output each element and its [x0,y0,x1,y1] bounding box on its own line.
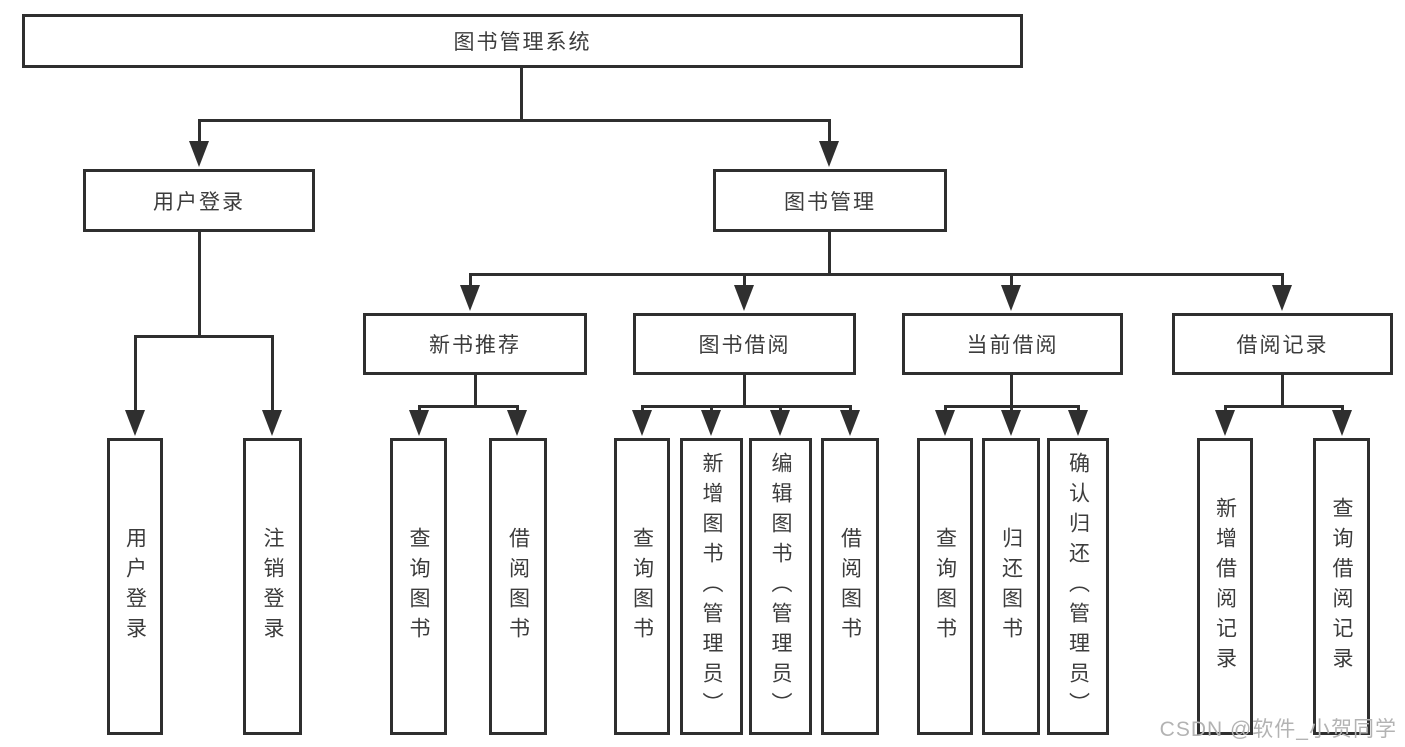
arrow-down-icon [819,141,839,167]
connector-drop [516,405,519,414]
connector-drop [1224,405,1227,414]
arrow-down-icon [507,410,527,436]
arrow-down-icon [262,410,282,436]
csdn-watermark: CSDN @软件_小贺同学 [1159,718,1397,741]
connector-drop-user-login [198,119,201,145]
node-user-login-label: 用户登录 [153,190,245,214]
connector-drop [134,335,137,414]
node-book-borrow-label: 图书借阅 [698,334,791,357]
leaf-user-login: 用户登录 [107,438,163,735]
connector-new-book-trunk [474,375,477,408]
leaf-record-add: 新增借阅记录 [1197,438,1253,735]
connector-drop [849,405,852,414]
connector-level3-horizontal [469,273,1283,276]
connector-drop [743,273,746,289]
leaf-borrow-book: 借阅图书 [821,438,879,735]
leaf-label: 新增借阅记录 [1213,496,1237,677]
node-book-borrow: 图书借阅 [633,313,856,375]
node-book-management: 图书管理 [713,169,947,232]
leaf-label: 借阅图书 [506,526,530,647]
arrow-down-icon [409,410,429,436]
leaf-logout: 注销登录 [243,438,302,735]
node-user-login: 用户登录 [83,169,315,232]
leaf-label: 注销登录 [261,526,284,647]
connector-current-borrow-trunk [1010,375,1013,408]
connector-user-login-trunk [198,232,201,338]
node-current-borrow: 当前借阅 [902,313,1123,375]
arrow-down-icon [935,410,955,436]
node-borrow-record-label: 借阅记录 [1236,334,1329,357]
node-borrow-record: 借阅记录 [1172,313,1393,375]
leaf-label: 查询借阅记录 [1330,496,1353,677]
connector-drop [1281,273,1284,289]
connector-drop [1077,405,1080,414]
node-root-label: 图书管理系统 [453,31,592,54]
connector-book-borrow-horizontal [641,405,852,408]
arrow-down-icon [701,410,721,436]
leaf-borrow-query: 查询图书 [614,438,670,735]
arrow-down-icon [840,410,860,436]
leaf-current-query: 查询图书 [917,438,973,735]
arrow-down-icon [770,410,790,436]
leaf-current-confirm-return-admin: 确认归还（管理员） [1047,438,1109,735]
connector-drop [710,405,713,414]
leaf-current-return: 归还图书 [982,438,1040,735]
connector-drop [1341,405,1344,414]
connector-drop [641,405,644,414]
connector-drop [1010,405,1013,414]
leaf-record-query: 查询借阅记录 [1313,438,1370,735]
leaf-label: 用户登录 [123,526,147,647]
connector-book-borrow-trunk [743,375,746,408]
arrow-down-icon [460,285,480,311]
arrow-down-icon [1001,410,1021,436]
leaf-borrow-add-admin: 新增图书（管理员） [680,438,743,735]
connector-drop [418,405,421,414]
connector-drop [944,405,947,414]
connector-borrow-record-horizontal [1224,405,1344,408]
node-new-book: 新书推荐 [363,313,587,375]
leaf-new-book-borrow: 借阅图书 [489,438,547,735]
leaf-label: 确认归还（管理员） [1066,451,1090,722]
connector-book-management-trunk [828,232,831,276]
connector-drop [469,273,472,289]
arrow-down-icon [189,141,209,167]
node-new-book-label: 新书推荐 [429,334,521,357]
leaf-new-book-query: 查询图书 [390,438,447,735]
node-book-management-label: 图书管理 [784,190,876,214]
node-current-borrow-label: 当前借阅 [966,334,1059,357]
connector-borrow-record-trunk [1281,375,1284,408]
leaf-label: 借阅图书 [838,526,862,647]
leaf-label: 新增图书（管理员） [700,451,723,722]
connector-user-login-horizontal [134,335,274,338]
node-root: 图书管理系统 [22,14,1023,68]
connector-drop-book-management [828,119,831,145]
leaf-label: 编辑图书（管理员） [769,451,792,722]
leaf-borrow-edit-admin: 编辑图书（管理员） [749,438,812,735]
leaf-label: 归还图书 [999,526,1023,647]
arrow-down-icon [1272,285,1292,311]
connector-drop [271,335,274,414]
connector-root-trunk [520,68,523,122]
connector-level2-horizontal [198,119,831,122]
leaf-label: 查询图书 [933,526,957,647]
connector-drop [1010,273,1013,289]
connector-new-book-horizontal [418,405,519,408]
arrow-down-icon [1001,285,1021,311]
arrow-down-icon [1068,410,1088,436]
arrow-down-icon [125,410,145,436]
arrow-down-icon [1215,410,1235,436]
arrow-down-icon [1332,410,1352,436]
leaf-label: 查询图书 [407,526,430,647]
connector-drop [779,405,782,414]
arrow-down-icon [734,285,754,311]
arrow-down-icon [632,410,652,436]
leaf-label: 查询图书 [630,526,654,647]
